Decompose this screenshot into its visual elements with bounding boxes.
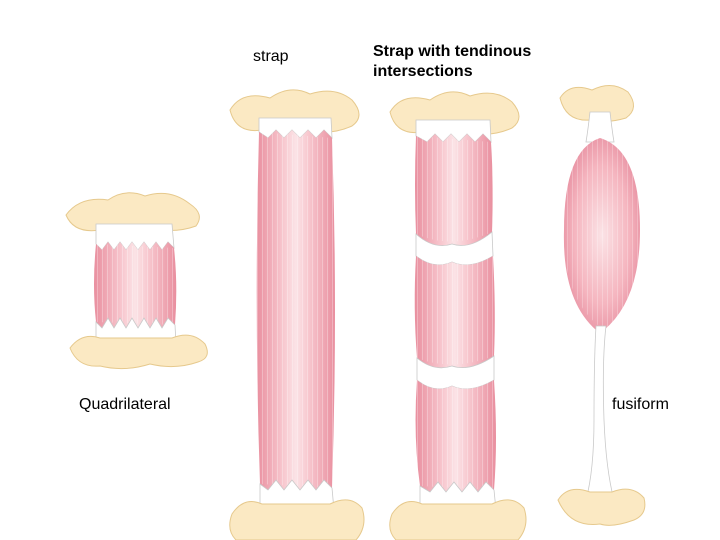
strap-muscle <box>229 89 365 540</box>
fusiform-top-tendon <box>585 111 615 143</box>
fusiform-bottom-bone <box>557 488 646 526</box>
strap-tendinous-muscle <box>389 91 527 540</box>
quadrilateral-bottom-bone <box>69 334 208 370</box>
strap-tendinous-bottom-bone <box>389 499 527 540</box>
fusiform-muscle <box>557 85 646 526</box>
fusiform-top-bone <box>559 85 634 123</box>
label-quadrilateral: Quadrilateral <box>79 396 171 413</box>
fusiform-bottom-tendon <box>585 325 615 501</box>
label-strap-with-tendinous-intersections: Strap with tendinous intersections <box>373 42 531 82</box>
label-tendinous-line-2: intersections <box>373 63 473 80</box>
label-fusiform: fusiform <box>612 396 669 413</box>
label-tendinous-line-1: Strap with tendinous <box>373 43 532 60</box>
quadrilateral-muscle <box>65 192 208 370</box>
label-strap: strap <box>253 48 289 65</box>
strap-bottom-bone <box>229 499 365 540</box>
